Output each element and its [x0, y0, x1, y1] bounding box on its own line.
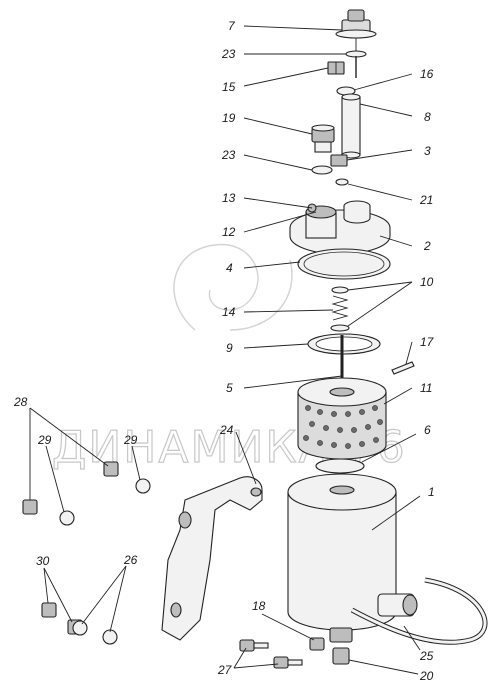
- callout-4: 4: [226, 261, 233, 275]
- parts: [22, 9, 488, 669]
- small-ring-part: [335, 178, 349, 186]
- callout-7: 7: [228, 19, 236, 33]
- washer-lower-part: [311, 165, 333, 175]
- cotter-pin-part: [391, 361, 415, 375]
- callout-29-right: 29: [123, 433, 138, 447]
- filter-housing-part: [287, 473, 418, 643]
- mounting-bracket-part: [161, 476, 263, 641]
- callout-20: 20: [419, 669, 434, 683]
- callout-2: 2: [423, 239, 431, 253]
- callout-6: 6: [424, 423, 431, 437]
- bottom-plug-part: [332, 647, 350, 665]
- callout-12: 12: [222, 225, 236, 239]
- callout-23-top: 23: [221, 47, 236, 61]
- callout-11: 11: [420, 381, 432, 395]
- tube-part: [341, 93, 361, 159]
- spring-part: [330, 286, 350, 332]
- small-nut-part: [327, 61, 345, 75]
- callout-19: 19: [222, 111, 236, 125]
- callout-17: 17: [420, 335, 435, 349]
- drain-fitting-part: [309, 637, 325, 651]
- callout-10: 10: [420, 275, 434, 289]
- callout-3: 3: [424, 144, 431, 158]
- callout-27: 27: [217, 663, 233, 677]
- top-valve-part: [335, 9, 377, 52]
- callout-16: 16: [420, 67, 434, 81]
- callout-18: 18: [252, 599, 266, 613]
- hex-nut-part: [330, 154, 348, 167]
- filter-cover-part: [289, 200, 391, 255]
- callout-25: 25: [419, 649, 434, 663]
- callout-8: 8: [424, 110, 431, 124]
- callout-26: 26: [123, 553, 138, 567]
- callout-15: 15: [222, 80, 236, 94]
- callout-21: 21: [419, 193, 433, 207]
- callout-30: 30: [36, 554, 50, 568]
- cover-gasket-part: [297, 248, 391, 280]
- callout-23-mid: 23: [221, 148, 236, 162]
- filter-element-part: [297, 377, 387, 460]
- callout-1: 1: [428, 485, 435, 499]
- leader-lines: [29, 25, 421, 675]
- mount-bolt-part: [239, 639, 303, 669]
- callout-14: 14: [222, 305, 236, 319]
- callout-5: 5: [226, 381, 233, 395]
- callout-24: 24: [219, 423, 234, 437]
- callout-13: 13: [222, 191, 236, 205]
- callout-29-left: 29: [37, 433, 52, 447]
- callout-labels: 7 23 15 16 8 19 23 3 21 13 12 2 4 10 14 …: [13, 19, 435, 683]
- callout-9: 9: [226, 341, 233, 355]
- drain-plug-part: [311, 124, 335, 153]
- callout-28: 28: [13, 395, 28, 409]
- left-fasteners-part: [22, 461, 151, 645]
- bottom-disc-part: [315, 458, 365, 474]
